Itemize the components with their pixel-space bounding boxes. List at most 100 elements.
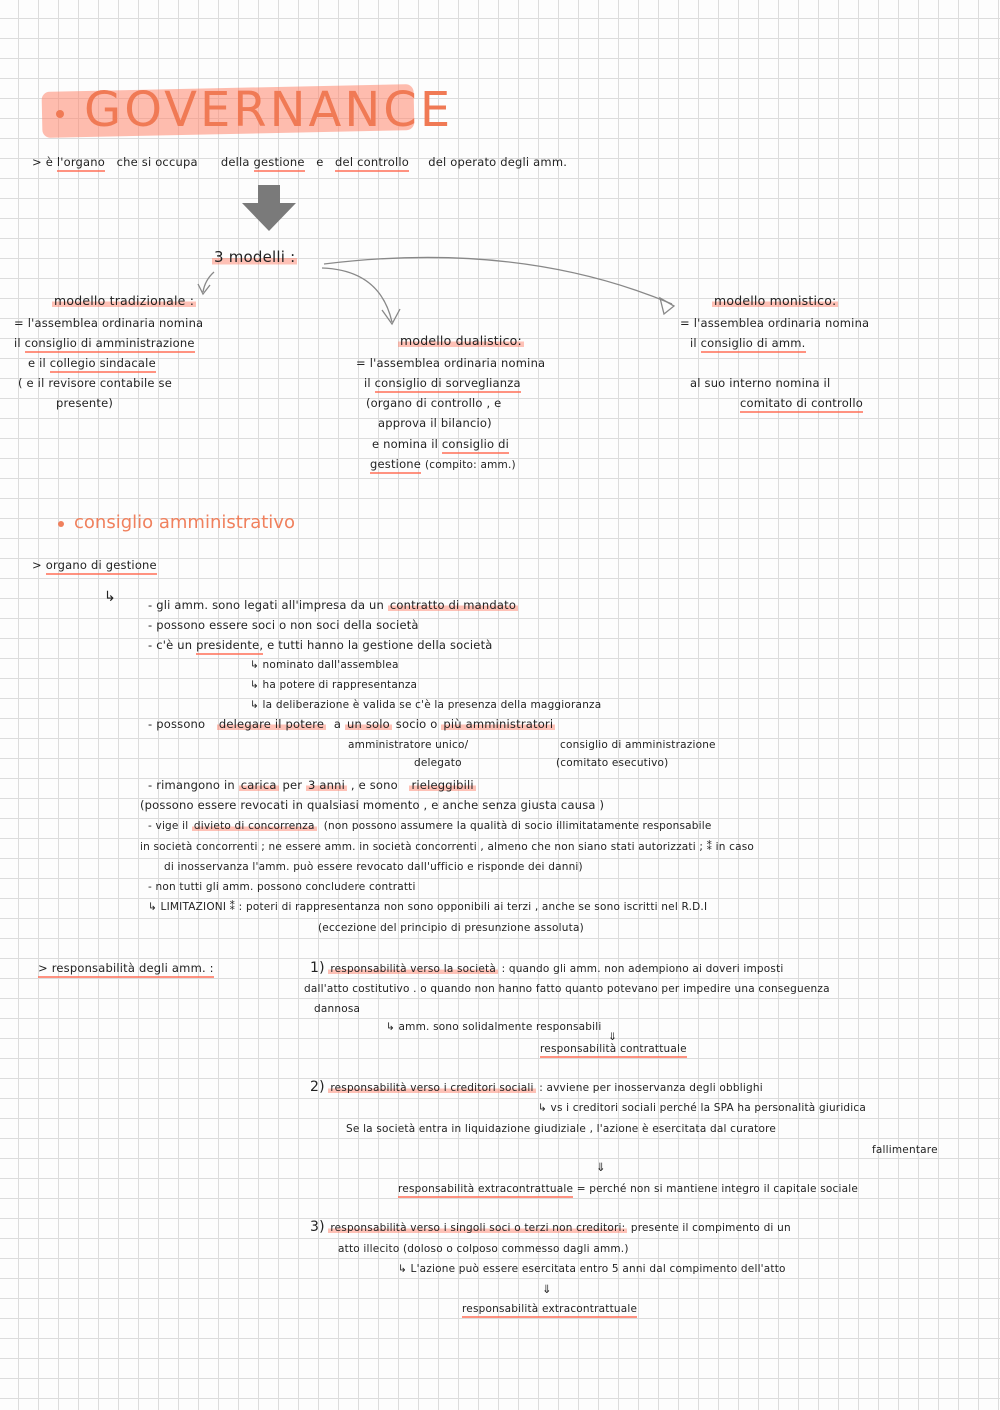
cda-organo: > organo di gestione: [32, 558, 157, 575]
section-title-cda: consiglio amministrativo: [74, 512, 295, 533]
model-text: (organo di controllo , e: [366, 396, 502, 410]
resp-text: : quando gli amm. non adempiono ai dover…: [501, 963, 784, 975]
intro-gestione: gestione: [253, 155, 305, 172]
cda-text: - c'è un: [148, 638, 193, 652]
resp-highlight: responsabilità verso la società: [328, 963, 499, 975]
cda-text: - gli amm. sono legati all'impresa da un: [148, 598, 385, 612]
model-highlight: consiglio di sorveglianza: [374, 376, 521, 393]
cda-sub-bullet: ↳ la deliberazione è valida se c'è la pr…: [250, 699, 602, 711]
model-highlight: comitato di controllo: [740, 396, 863, 413]
cda-bullet: in società concorrenti ; ne essere amm. …: [140, 841, 755, 853]
models-connector-arrows: [197, 256, 676, 326]
models-heading: 3 modelli :: [212, 248, 298, 266]
model-highlight: consiglio di amm.: [700, 336, 806, 353]
cda-bullet: - vige il divieto di concorrenza (non po…: [148, 819, 712, 833]
cda-sub-note: consiglio di amministrazione: [560, 739, 716, 751]
cda-bullet: ↳ LIMITAZIONI ⁑ : poteri di rappresentan…: [148, 900, 707, 914]
model-text: (compito: amm.): [424, 459, 516, 471]
model-highlight: consiglio di: [441, 437, 510, 454]
cda-organo-text: organo di gestione: [45, 558, 157, 575]
model-text: il consiglio di amministrazione: [14, 336, 195, 353]
model-text: = l'assemblea ordinaria nomina: [14, 316, 204, 330]
model-text: il consiglio di amm.: [690, 336, 806, 353]
double-arrow-icon: ⇓: [596, 1160, 606, 1174]
intro-controllo: del controllo: [335, 155, 409, 172]
resp-highlight: responsabilità verso i creditori sociali: [328, 1082, 536, 1094]
page-title-block: GOVERNANCE: [38, 72, 450, 142]
model-text: presente): [56, 396, 114, 410]
model-text: comitato di controllo: [740, 396, 863, 413]
model-text: il: [364, 376, 371, 390]
cda-sub-bullet: ↳ ha potere di rappresentanza: [250, 679, 418, 691]
resp-text: dannosa: [314, 1003, 361, 1015]
intro-text: del operato degli amm.: [428, 155, 568, 169]
resp-text: ↳ L'azione può essere esercitata entro 5…: [398, 1263, 786, 1275]
resp-result-text: responsabilità extracontrattuale: [398, 1183, 574, 1198]
cda-bullet: - gli amm. sono legati all'impresa da un…: [148, 598, 519, 612]
cda-text: a: [333, 717, 342, 731]
cda-text: (non possono assumere la qualità di soci…: [323, 820, 712, 832]
double-arrow-icon: ⇓: [608, 1031, 617, 1043]
resp-label: > responsabilità degli amm. :: [38, 961, 214, 978]
model-monistico-title: modello monistico:: [712, 293, 839, 308]
resp-result: responsabilità extracontrattuale = perch…: [398, 1182, 859, 1198]
model-highlight: collegio sindacale: [49, 356, 156, 373]
cda-text: , e sono: [350, 778, 398, 792]
arrow-icon: ↳: [148, 901, 157, 913]
cda-text: e tutti hanno la gestione della società: [267, 638, 493, 652]
resp-item-1: 1) responsabilità verso la società : qua…: [310, 961, 784, 976]
cda-highlight: divieto di concorrenza: [191, 820, 317, 832]
model-text: il: [14, 336, 21, 350]
cda-highlight: 3 anni: [306, 778, 348, 792]
resp-text: dall'atto costitutivo . o quando non han…: [304, 983, 830, 995]
cda-highlight: rieleggibili: [409, 778, 476, 792]
cda-sub-note: amministratore unico/: [348, 739, 469, 751]
model-highlight: gestione: [370, 457, 422, 474]
model-text: = l'assemblea ordinaria nomina: [356, 356, 546, 370]
model-text: gestione (compito: amm.): [370, 457, 516, 474]
resp-text: fallimentare: [872, 1144, 938, 1156]
double-arrow-icon: ⇓: [542, 1282, 552, 1296]
model-dualistico-title: modello dualistico:: [398, 333, 524, 348]
cda-bullet: - possono essere soci o non soci della s…: [148, 618, 419, 632]
resp-text: atto illecito (doloso o colposo commesso…: [338, 1243, 629, 1255]
cda-bullet: - non tutti gli amm. possono concludere …: [148, 881, 416, 893]
cda-bullet: di inosservanza l'amm. può essere revoca…: [164, 861, 583, 873]
page-title: GOVERNANCE: [84, 82, 454, 138]
model-tradizionale-title: modello tradizionale :: [52, 293, 197, 308]
cda-highlight: più amministratori: [441, 717, 556, 731]
cda-text: socio o: [395, 717, 438, 731]
model-text: il consiglio di sorveglianza: [364, 376, 521, 393]
cda-text: - vige il: [148, 820, 189, 832]
cda-bullet: (possono essere revocati in qualsiasi mo…: [140, 798, 605, 812]
resp-result-text: responsabilità extracontrattuale: [462, 1303, 638, 1318]
model-text: e nomina il consiglio di: [372, 437, 510, 454]
resp-text: ↳ amm. sono solidalmente responsabili: [386, 1021, 602, 1033]
resp-number: 2): [310, 1079, 325, 1095]
cda-text: poteri di rappresentanza non sono opponi…: [245, 901, 708, 913]
down-arrow-icon: [242, 185, 296, 231]
intro-text: che si occupa: [116, 155, 198, 169]
resp-item-2: 2) responsabilità verso i creditori soci…: [310, 1080, 763, 1095]
cda-text: - possono: [148, 717, 206, 731]
cda-sub-note: delegato: [414, 757, 462, 769]
cda-bullet: - c'è un presidente, e tutti hanno la ge…: [148, 638, 493, 655]
cda-sub-bullet: ↳ nominato dall'assemblea: [250, 659, 399, 671]
cda-highlight: un solo: [345, 717, 392, 731]
intro-organo: l'organo: [56, 155, 106, 172]
resp-result-text: responsabilità contrattuale: [540, 1043, 687, 1058]
resp-text: Se la società entra in liquidazione giud…: [346, 1123, 777, 1135]
cda-highlight: presidente,: [196, 638, 264, 655]
intro-text: della: [220, 155, 250, 169]
model-text: approva il bilancio): [378, 416, 492, 430]
cda-bullet: (eccezione del principio di presunzione …: [318, 922, 584, 934]
cda-highlight: delegare il potere: [216, 717, 327, 731]
resp-number: 1): [310, 960, 325, 976]
resp-highlight: responsabilità verso i singoli soci o te…: [328, 1222, 628, 1234]
title-bullet: [56, 110, 64, 118]
section-bullet: [58, 521, 64, 527]
model-text: il: [690, 336, 697, 350]
intro-text: > è: [32, 155, 57, 169]
intro-line: > è l'organo che si occupa della gestion…: [32, 155, 568, 172]
resp-text: = perché non si mantiene integro il capi…: [576, 1183, 859, 1195]
